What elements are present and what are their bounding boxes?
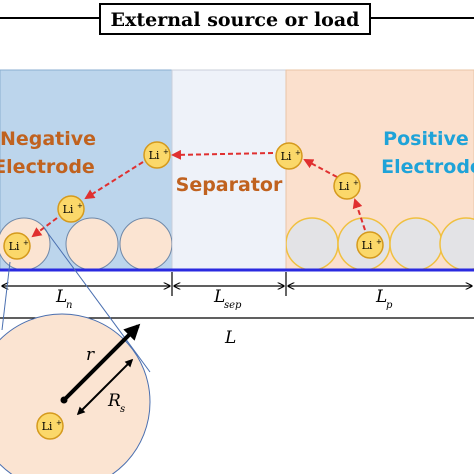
dimension-lines (0, 272, 474, 319)
ion-path-arrow (31, 217, 58, 238)
lithium-ion: Li + (36, 412, 64, 440)
lithium-ion: Li + (275, 142, 303, 170)
svg-text:+: + (376, 238, 382, 246)
radius-subscript-label: s (120, 404, 125, 415)
center-dot (60, 396, 68, 404)
ion-paths (31, 149, 366, 238)
svg-text:Li: Li (42, 420, 53, 433)
lithium-ion: Li + (333, 172, 361, 200)
svg-text:+: + (77, 202, 83, 210)
load-label: External source or load (111, 9, 360, 31)
ion-path-arrow (303, 159, 338, 178)
svg-text:+: + (295, 149, 301, 157)
radius-var-label: r (86, 345, 95, 365)
svg-text:p: p (386, 300, 393, 311)
svg-text:+: + (56, 419, 62, 427)
separator-region (171, 69, 287, 271)
dim-label-p: L p (375, 287, 393, 311)
dim-label-total: L (224, 328, 236, 348)
svg-text:+: + (163, 148, 169, 156)
dim-label-n: L n (55, 287, 72, 311)
svg-text:Li: Li (339, 180, 350, 193)
positive-particle (439, 217, 474, 270)
load-box (99, 3, 371, 35)
positive-particle (286, 217, 339, 270)
lithium-ion: Li + (57, 195, 85, 223)
svg-text:Li: Li (362, 239, 373, 252)
svg-text:sep: sep (224, 300, 242, 311)
separator-label: Separator (176, 174, 283, 196)
negative-label-line2: Electrode (0, 156, 95, 178)
positive-label-line2: Electrode (381, 156, 474, 178)
svg-text:Li: Li (281, 150, 292, 163)
svg-text:L: L (55, 287, 67, 307)
ion-path-arrow (352, 198, 366, 231)
zoom-lines (1, 227, 151, 373)
ion-path-arrow (84, 161, 144, 200)
svg-text:+: + (353, 179, 359, 187)
positive-label-line1: Positive (383, 128, 469, 150)
lithium-ion: Li + (143, 141, 171, 169)
negative-label-line1: Negative (0, 128, 96, 150)
svg-text:L: L (213, 287, 225, 307)
particle-detail: r R s Li + (0, 313, 151, 474)
dim-label-sep: L sep (213, 287, 242, 311)
svg-text:Li: Li (149, 149, 160, 162)
lithium-ion: Li + (356, 231, 384, 259)
svg-text:Li: Li (63, 203, 74, 216)
negative-particle (65, 217, 119, 270)
external-circuit: External source or load (0, 3, 474, 35)
ion-path-arrow (171, 149, 274, 160)
negative-particle (119, 217, 172, 270)
svg-text:n: n (66, 300, 72, 311)
radius-arrow-rs (76, 358, 134, 416)
svg-text:Li: Li (9, 240, 20, 253)
svg-text:L: L (375, 287, 387, 307)
lithium-ion: Li + (3, 232, 31, 260)
positive-particle (389, 217, 443, 270)
svg-text:+: + (23, 239, 29, 247)
radius-symbol-label: R (107, 391, 121, 411)
